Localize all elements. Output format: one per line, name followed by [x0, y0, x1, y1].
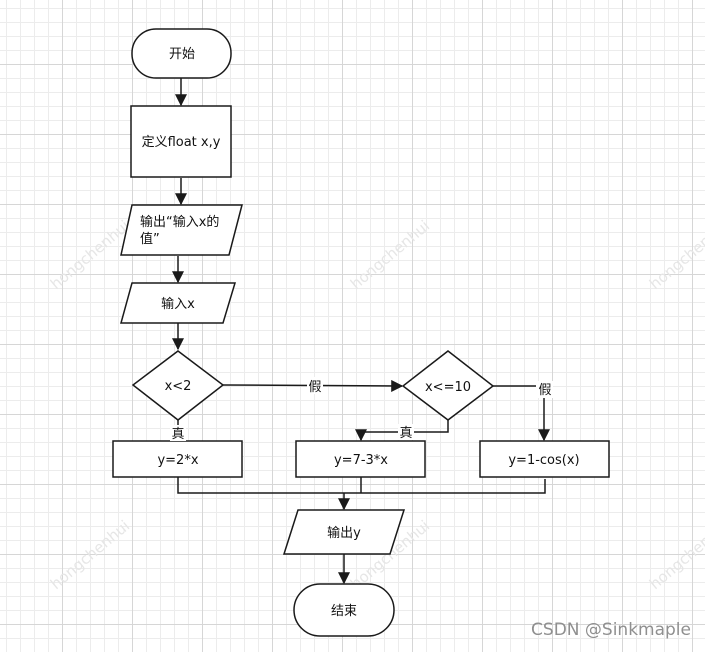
true-label-1: 真 — [171, 427, 184, 442]
cond1-decision — [131, 350, 225, 421]
start-label: 开始 — [169, 47, 195, 62]
cond2-decision — [401, 350, 495, 421]
connectors — [172, 78, 550, 585]
calc2-label: y=7-3*x — [334, 453, 388, 468]
watermark-text: hongchenhui — [646, 517, 705, 593]
true-label-2: 真 — [399, 426, 412, 441]
false-label-1-bg — [307, 377, 323, 394]
watermark-text: hongchenhui — [347, 217, 433, 293]
input-x-io — [120, 282, 237, 324]
output-prompt-io — [120, 204, 243, 256]
output-prompt-label-line1: 输出“输入x的 — [140, 214, 219, 230]
calc3-process — [479, 440, 610, 478]
end-terminal — [293, 583, 395, 637]
edge-label-backgrounds — [170, 377, 553, 441]
calc3-label: y=1-cos(x) — [508, 453, 579, 468]
calc2-process — [295, 440, 426, 478]
cond1-label: x<2 — [165, 379, 192, 394]
nodes — [112, 28, 610, 637]
false-label-1: 假 — [308, 380, 321, 395]
start-terminal — [131, 28, 232, 79]
true-label-2-bg — [398, 424, 414, 440]
output-y-io — [282, 509, 406, 555]
false-label-2-bg — [536, 381, 553, 398]
watermark-text: hongchenhui — [646, 217, 705, 293]
end-label: 结束 — [331, 604, 357, 619]
edge-labels: 假 真 真 假 — [171, 380, 551, 442]
node-labels: 开始 定义float x,y 输出“输入x的 值” 输入x x<2 x<=10 … — [140, 47, 580, 619]
false-label-2: 假 — [538, 383, 551, 398]
input-x-label: 输入x — [161, 296, 195, 312]
output-prompt-label-line2: 值” — [140, 231, 160, 247]
define-process — [130, 105, 232, 178]
define-label: 定义float x,y — [142, 135, 221, 150]
true-label-1-bg — [170, 425, 186, 441]
watermark-text: hongchenhui — [47, 517, 133, 593]
calc1-process — [112, 440, 243, 478]
csdn-watermark: CSDN @Sinkmaple — [531, 620, 691, 640]
output-y-label: 输出y — [327, 525, 361, 541]
cond2-label: x<=10 — [425, 380, 471, 395]
calc1-label: y=2*x — [157, 453, 198, 468]
watermark-text: hongchenhui — [47, 217, 133, 293]
